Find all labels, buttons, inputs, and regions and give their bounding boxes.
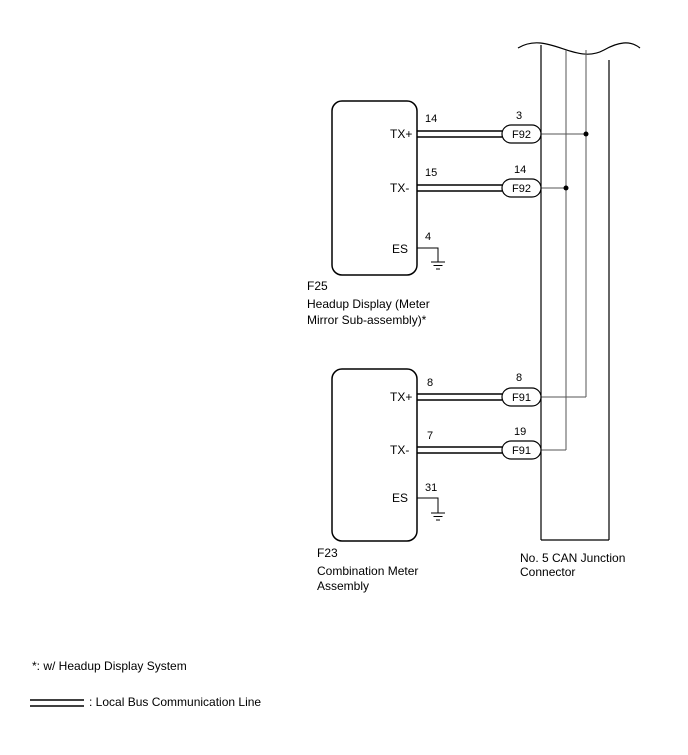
hud-txm-pin: 15	[425, 167, 437, 179]
connector-f92-txm-label: F92	[512, 183, 531, 195]
legend-footnote: *: w/ Headup Display System	[32, 659, 187, 673]
can-junction-connector	[517, 42, 641, 541]
connector-f92-txm-pin: 14	[514, 164, 526, 176]
meter-es-pin: 31	[425, 482, 437, 494]
legend-bus-line: : Local Bus Communication Line	[89, 695, 261, 709]
headup-display-box	[331, 100, 418, 276]
hud-es-pin: 4	[425, 231, 431, 243]
connector-f91-txm	[501, 440, 542, 460]
connector-f91-txp-pin: 8	[516, 372, 522, 384]
meter-es-label: ES	[392, 491, 408, 505]
meter-txm-bus-wire	[417, 446, 502, 454]
meter-txm-pin: 7	[427, 430, 433, 442]
connector-f92-txp	[501, 124, 542, 144]
hud-txm-label: TX-	[390, 181, 409, 195]
connector-f91-txp-label: F91	[512, 392, 531, 404]
hud-code: F25	[307, 279, 328, 293]
meter-txm-label: TX-	[390, 443, 409, 457]
bus-line-legend-icon	[30, 699, 84, 707]
hud-name-line2: Mirror Sub-assembly)*	[307, 313, 427, 327]
meter-code: F23	[317, 546, 338, 560]
hud-txp-bus-wire	[417, 130, 502, 138]
connector-f92-txm	[501, 178, 542, 198]
meter-txp-pin: 8	[427, 377, 433, 389]
connector-f92-txp-label: F92	[512, 129, 531, 141]
junction-name-line1: No. 5 CAN Junction	[520, 551, 625, 565]
hud-txm-bus-wire	[417, 184, 502, 192]
ground-icon	[417, 497, 445, 521]
splice-point	[563, 185, 569, 191]
meter-name-line2: Assembly	[317, 579, 369, 593]
connector-f92-txp-pin: 3	[516, 110, 522, 122]
meter-name-line1: Combination Meter	[317, 564, 418, 578]
connector-f91-txp	[501, 387, 542, 407]
connector-f91-txm-label: F91	[512, 445, 531, 457]
hud-es-label: ES	[392, 242, 408, 256]
hud-txp-label: TX+	[390, 127, 412, 141]
hud-name-line1: Headup Display (Meter	[307, 297, 430, 311]
combination-meter-box	[331, 368, 418, 542]
meter-txp-label: TX+	[390, 390, 412, 404]
meter-txp-bus-wire	[417, 393, 502, 401]
ground-icon	[417, 247, 445, 270]
junction-name-line2: Connector	[520, 565, 575, 579]
splice-point	[583, 131, 589, 137]
connector-f91-txm-pin: 19	[514, 426, 526, 438]
hud-txp-pin: 14	[425, 113, 437, 125]
